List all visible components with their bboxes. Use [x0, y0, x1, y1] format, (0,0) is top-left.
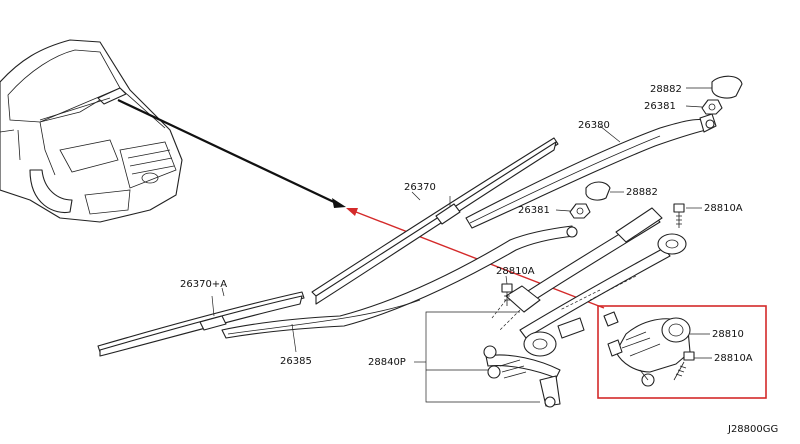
cap-28882-top — [686, 75, 743, 99]
cap-28882-mid — [585, 181, 624, 201]
nut-26381-top — [685, 99, 723, 115]
car-illustration — [0, 39, 183, 223]
bolt-28810A-box — [673, 351, 712, 381]
label-28882-mid: 28882 — [626, 187, 658, 198]
label-26381-mid: 26381 — [518, 205, 550, 216]
label-28810: 28810 — [712, 329, 744, 340]
wiper-motor-28810 — [603, 311, 710, 387]
wiper-blade-26370 — [311, 137, 559, 305]
label-28840P: 28840P — [368, 357, 406, 368]
label-28810A-left: 28810A — [496, 266, 535, 277]
label-26370: 26370 — [404, 182, 436, 193]
label-26370A: 26370+A — [180, 279, 227, 290]
wiper-linkage-28840P — [483, 207, 687, 408]
nut-26381-mid — [555, 203, 591, 219]
bolt-28810A-left — [501, 275, 513, 306]
diagram-code: J28800GG — [727, 424, 778, 435]
label-28882-top: 28882 — [650, 84, 682, 95]
wiper-blade-26370A — [97, 291, 305, 357]
label-28810A-top: 28810A — [704, 203, 743, 214]
wiper-arm-26385 — [221, 225, 578, 353]
label-26380: 26380 — [578, 120, 610, 131]
label-26381-top: 26381 — [644, 101, 676, 112]
callout-28840P-bracket — [414, 311, 540, 403]
wiper-arm-26380 — [465, 113, 717, 229]
label-26385: 26385 — [280, 356, 312, 367]
label-28810A-box: 28810A — [714, 353, 753, 364]
motor-highlight-box — [597, 305, 767, 399]
bolt-28810A-top — [673, 203, 702, 228]
car-to-assembly-arrow — [117, 99, 346, 208]
